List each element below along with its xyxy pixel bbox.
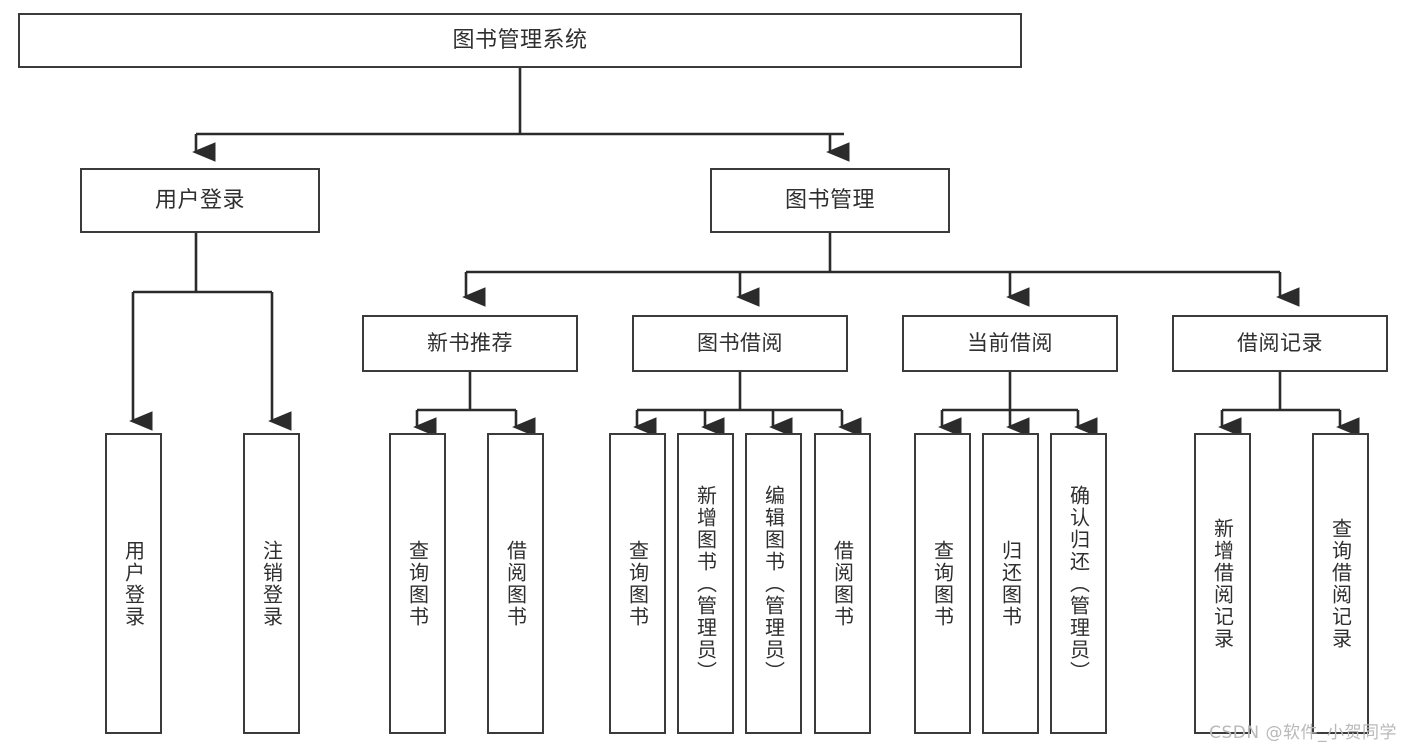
node-label: 注销登录 xyxy=(259,539,284,628)
node-label: 用户登录 xyxy=(154,187,245,213)
node-label: 图书管理 xyxy=(784,187,875,213)
leaf-borrow-record-query-record[interactable]: 查询借阅记录 xyxy=(1312,433,1369,734)
node-book-borrowing[interactable]: 图书借阅 xyxy=(632,315,848,372)
leaf-book-borrow-borrow-book[interactable]: 借阅图书 xyxy=(814,433,871,734)
node-label: 图书管理系统 xyxy=(452,27,588,53)
node-label: 查询图书 xyxy=(405,539,430,628)
node-label: 借阅图书 xyxy=(830,539,855,628)
leaf-book-borrow-query-book[interactable]: 查询图书 xyxy=(609,433,666,734)
node-label: 查询图书 xyxy=(625,539,650,628)
node-current-borrowing[interactable]: 当前借阅 xyxy=(902,315,1118,372)
leaf-current-borrow-query-book[interactable]: 查询图书 xyxy=(914,433,971,734)
leaf-new-book-borrow-book[interactable]: 借阅图书 xyxy=(487,433,544,734)
node-user-login[interactable]: 用户登录 xyxy=(80,168,320,233)
node-root-book-management-system[interactable]: 图书管理系统 xyxy=(18,13,1022,68)
node-label: 借阅图书 xyxy=(503,539,528,628)
node-label: 借阅记录 xyxy=(1237,331,1323,356)
leaf-current-borrow-return-book[interactable]: 归还图书 xyxy=(982,433,1039,734)
leaf-book-borrow-edit-book-admin[interactable]: 编辑图书（管理员） xyxy=(745,433,802,734)
node-label: 查询图书 xyxy=(930,539,955,628)
node-label: 用户登录 xyxy=(121,539,146,628)
node-label: 新书推荐 xyxy=(427,331,513,356)
leaf-current-borrow-confirm-return-admin[interactable]: 确认归还（管理员） xyxy=(1050,433,1107,734)
node-label: 当前借阅 xyxy=(967,331,1053,356)
node-new-book-recommendation[interactable]: 新书推荐 xyxy=(362,315,578,372)
node-label: 确认归还（管理员） xyxy=(1066,484,1091,683)
leaf-new-book-query-book[interactable]: 查询图书 xyxy=(389,433,446,734)
leaf-borrow-record-add-record[interactable]: 新增借阅记录 xyxy=(1194,433,1251,734)
csdn-watermark: CSDN @软件_小贺同学 xyxy=(1209,723,1397,743)
node-label: 图书借阅 xyxy=(697,331,783,356)
node-label: 查询借阅记录 xyxy=(1328,517,1353,650)
leaf-user-login-login[interactable]: 用户登录 xyxy=(105,433,162,734)
node-label: 归还图书 xyxy=(998,539,1023,628)
node-label: 编辑图书（管理员） xyxy=(761,484,786,683)
node-book-management[interactable]: 图书管理 xyxy=(710,168,950,233)
node-borrowing-record[interactable]: 借阅记录 xyxy=(1172,315,1388,372)
leaf-book-borrow-add-book-admin[interactable]: 新增图书（管理员） xyxy=(677,433,734,734)
leaf-user-login-logout[interactable]: 注销登录 xyxy=(243,433,300,734)
node-label: 新增借阅记录 xyxy=(1210,517,1235,650)
node-label: 新增图书（管理员） xyxy=(693,484,718,683)
